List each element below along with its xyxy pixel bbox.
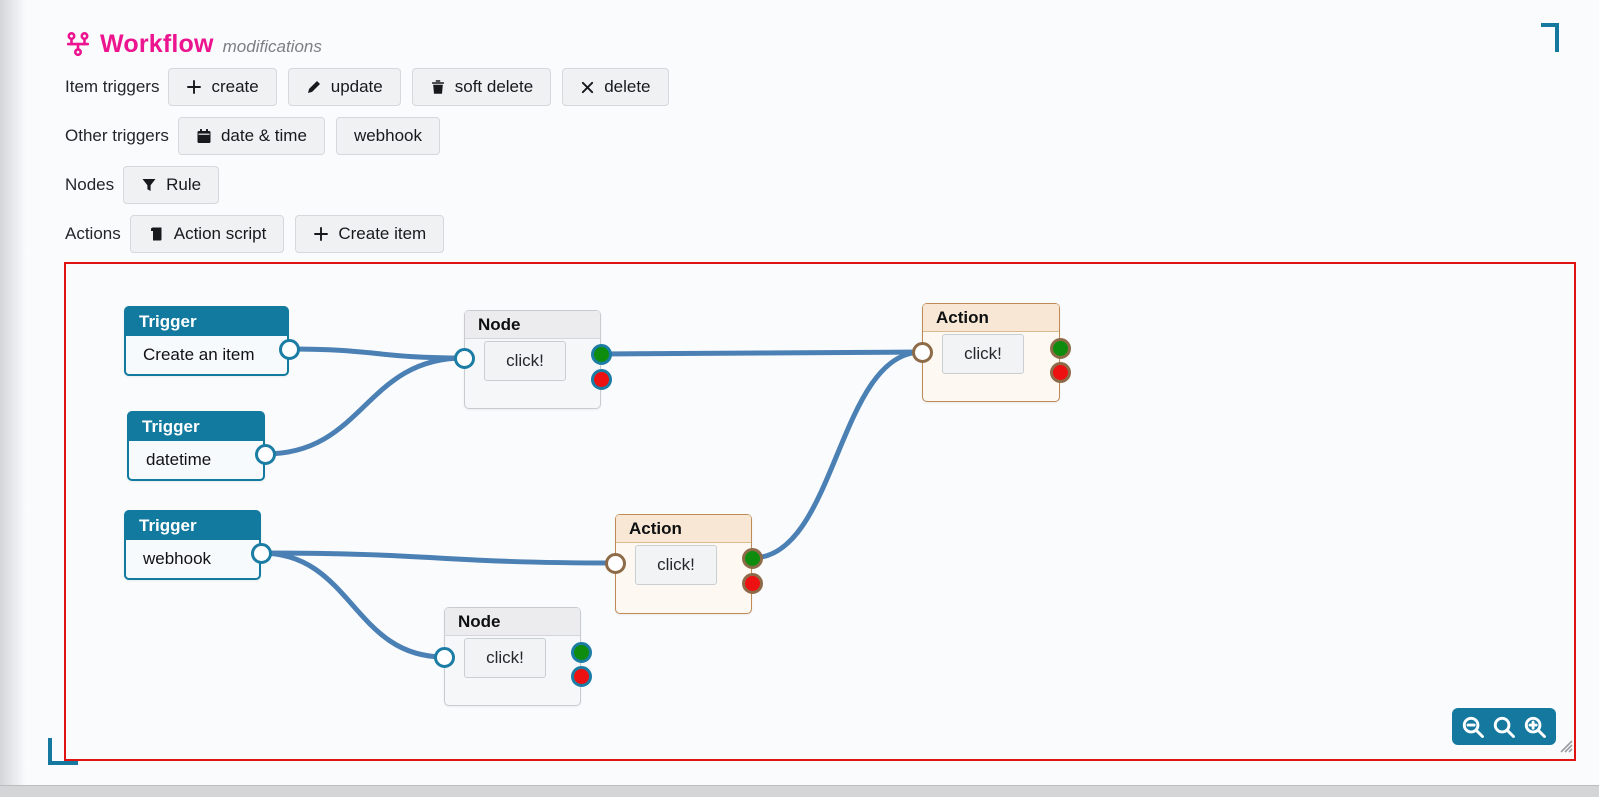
zoom-in-icon <box>1523 715 1547 739</box>
palette-button-date-time[interactable]: date & time <box>177 117 325 155</box>
palette-button-create[interactable]: create <box>168 68 277 106</box>
port-in[interactable] <box>911 341 933 363</box>
palette-button-label: update <box>330 77 383 96</box>
page-header: Workflow modifications <box>0 0 1599 59</box>
palette-row-label: Nodes <box>65 175 115 194</box>
port-error[interactable] <box>590 368 612 390</box>
page-subtitle: modifications <box>222 37 322 56</box>
pencil-icon <box>306 79 322 95</box>
calendar-icon <box>196 128 212 144</box>
edge-trigger-datetime-to-node-top[interactable] <box>262 355 467 457</box>
palette-button-label: soft delete <box>454 77 534 96</box>
palette-button-webhook[interactable]: webhook <box>335 117 440 155</box>
port-out[interactable] <box>250 542 272 564</box>
palette-row-label: Item triggers <box>65 77 160 96</box>
port-error[interactable] <box>570 665 592 687</box>
edge-trigger-webhook-to-action-middle[interactable] <box>258 550 618 566</box>
node-title: Node <box>445 608 580 636</box>
port-out[interactable] <box>254 443 276 465</box>
scroll-icon <box>148 226 165 243</box>
palette-button-label: create <box>211 77 259 96</box>
port-in[interactable] <box>453 347 475 369</box>
port-success[interactable] <box>590 343 612 365</box>
zoom-reset-icon <box>1492 715 1516 739</box>
palette-button-label: date & time <box>220 126 307 145</box>
plus-icon <box>313 226 329 242</box>
node-title: Trigger <box>126 308 287 336</box>
port-in[interactable] <box>433 646 455 668</box>
node-title: Trigger <box>129 413 263 441</box>
node-title: Action <box>616 515 751 543</box>
edge-action-middle-to-action-top[interactable] <box>749 349 925 561</box>
edge-trigger-webhook-to-node-bottom[interactable] <box>258 550 447 660</box>
zoom-in-button[interactable] <box>1523 715 1547 739</box>
edge-node-top-to-action-top[interactable] <box>598 349 925 357</box>
palette-button-soft-delete[interactable]: soft delete <box>411 68 552 106</box>
palette-row-label: Actions <box>65 224 121 243</box>
node-body-label: Create an item <box>143 345 255 364</box>
palette-button-label: Rule <box>166 175 202 194</box>
node-body: datetime <box>129 441 263 479</box>
palette-row-actions: Actions Action script Create item <box>65 215 1599 253</box>
port-success[interactable] <box>1049 337 1071 359</box>
node-body-label: datetime <box>146 450 212 469</box>
zoom-reset-button[interactable] <box>1492 715 1516 739</box>
palette-button-update[interactable]: update <box>287 68 401 106</box>
node-trigger-datetime[interactable]: Trigger datetime <box>127 411 265 481</box>
node-body: Create an item <box>126 336 287 374</box>
corner-marker-bottom-left <box>48 738 78 765</box>
port-success[interactable] <box>570 641 592 663</box>
workflow-icon <box>65 30 91 61</box>
palette-button-rule[interactable]: Rule <box>123 166 220 204</box>
connections-layer <box>258 346 925 660</box>
corner-marker-top-right <box>1541 23 1559 52</box>
canvas-resize-grip[interactable] <box>1557 737 1573 758</box>
node-title: Trigger <box>126 512 259 540</box>
palette-row-item-triggers: Item triggers create update soft delete dele… <box>65 68 1599 106</box>
node-click-button[interactable]: click! <box>942 334 1024 374</box>
palette-row-label: Other triggers <box>65 126 169 145</box>
zoom-toolbar <box>1452 708 1556 745</box>
node-title: Action <box>923 304 1059 332</box>
port-error[interactable] <box>1049 361 1071 383</box>
port-in[interactable] <box>604 552 626 574</box>
zoom-out-button[interactable] <box>1461 715 1485 739</box>
palette-button-label: Action script <box>173 224 267 243</box>
left-edge-shade <box>0 0 26 797</box>
palette-button-create-item[interactable]: Create item <box>295 215 445 253</box>
palette-button-delete[interactable]: delete <box>562 68 669 106</box>
node-title: Node <box>465 311 600 339</box>
palette-button-label: Create item <box>338 224 427 243</box>
palette-row-other-triggers: Other triggers date & time webhook <box>65 117 1599 155</box>
node-click-button[interactable]: click! <box>635 545 717 585</box>
node-body-label: webhook <box>143 549 212 568</box>
window-bottom-strip <box>0 785 1599 797</box>
trash-icon <box>430 79 446 95</box>
palette-button-label: webhook <box>353 126 422 145</box>
palette-button-action-script[interactable]: Action script <box>129 215 285 253</box>
node-click-button[interactable]: click! <box>484 341 566 381</box>
funnel-icon <box>141 177 157 193</box>
zoom-out-icon <box>1461 715 1485 739</box>
page-title: Workflow <box>100 30 214 58</box>
node-palette: Item triggers create update soft delete dele… <box>65 68 1599 253</box>
palette-row-nodes: Nodes Rule <box>65 166 1599 204</box>
node-trigger-webhook[interactable]: Trigger webhook <box>124 510 261 580</box>
port-success[interactable] <box>741 547 763 569</box>
palette-button-label: delete <box>604 77 651 96</box>
port-error[interactable] <box>741 572 763 594</box>
node-body: webhook <box>126 540 259 578</box>
plus-icon <box>186 79 202 95</box>
node-click-button[interactable]: click! <box>464 638 546 678</box>
edge-trigger-create-an-item-to-node-top[interactable] <box>286 346 467 361</box>
port-out[interactable] <box>278 338 300 360</box>
x-icon <box>580 80 595 95</box>
